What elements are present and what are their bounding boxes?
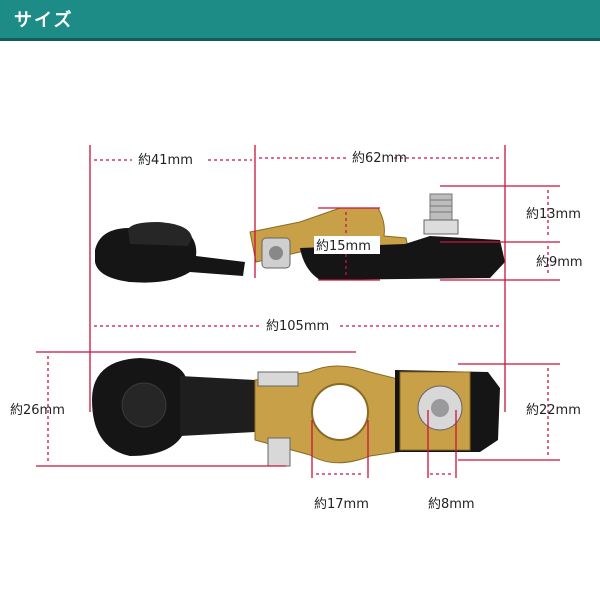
dim-body-height: 約9mm — [536, 255, 583, 270]
dim-total-length: 約105mm — [266, 319, 329, 334]
dim-clamp-length: 約62mm — [352, 151, 407, 166]
side-cap-top — [128, 222, 192, 246]
dimension-lines — [36, 145, 560, 478]
dim-cap-width: 約26mm — [10, 403, 65, 418]
dim-cap-length: 約41mm — [138, 153, 193, 168]
side-nut-center — [269, 246, 283, 260]
section-title: サイズ — [14, 10, 74, 31]
dim-clamp-width: 約22mm — [526, 403, 581, 418]
dim-bolt-height: 約13mm — [526, 207, 581, 222]
side-bolt-base — [423, 219, 459, 235]
top-side-nut — [257, 371, 299, 387]
dimension-labels: 約41mm 約62mm 約13mm 約15mm 約9mm 約105mm 約26m… — [10, 148, 583, 512]
section-header: サイズ — [0, 0, 600, 41]
dim-bolt-diameter: 約8mm — [428, 497, 475, 512]
top-view — [92, 358, 500, 467]
side-view — [95, 193, 505, 283]
top-side-bolt — [267, 437, 291, 467]
dim-clamp-height: 約15mm — [316, 239, 371, 254]
dim-hole-diameter: 約17mm — [314, 497, 369, 512]
top-strap — [180, 376, 255, 436]
side-bolt-thread — [429, 193, 453, 221]
top-hole — [311, 383, 369, 441]
